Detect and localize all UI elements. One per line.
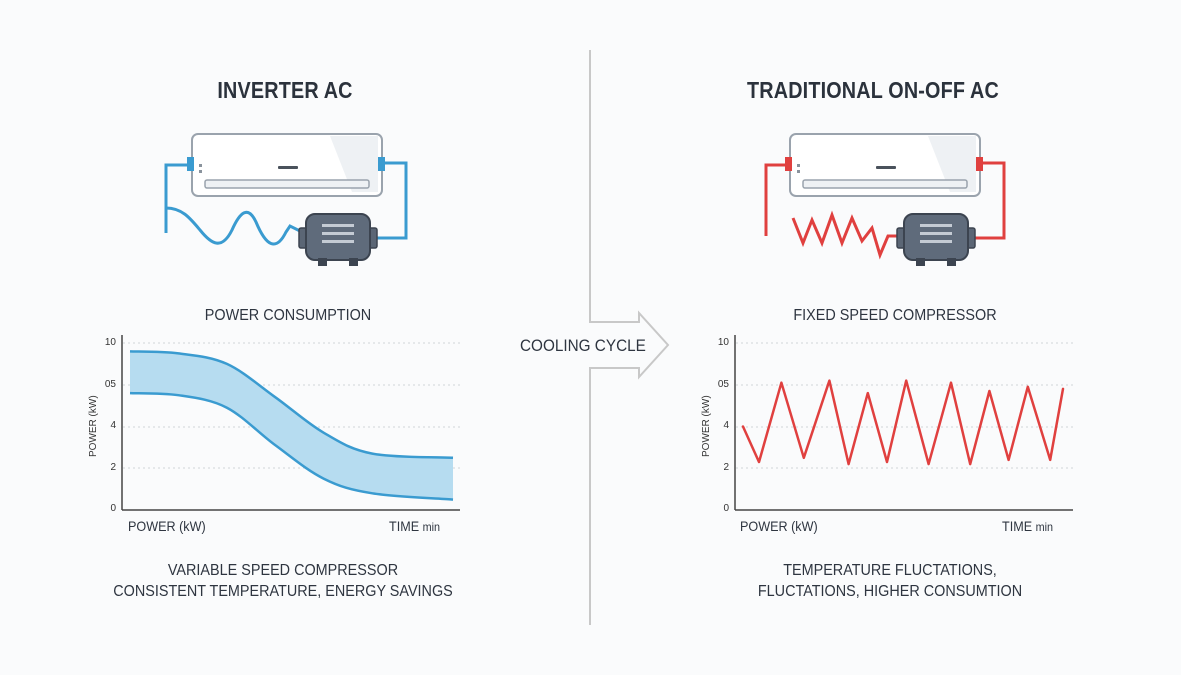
inverter-title: INVERTER AC	[217, 77, 353, 103]
left-chart-frame	[121, 335, 460, 511]
left-y-tick: 0	[110, 503, 116, 514]
inverter-power-band	[130, 351, 453, 500]
left-chart-heading: POWER CONSUMPTION	[204, 307, 372, 324]
right-x-time-label: TIME	[1002, 518, 1033, 534]
left-caption-line1: VARIABLE SPEED COMPRESSOR	[167, 562, 399, 579]
onoff-title: TRADITIONAL ON-OFF AC	[747, 77, 999, 103]
left-y-tick: 2	[110, 462, 116, 473]
right-chart-heading: FIXED SPEED COMPRESSOR	[793, 307, 997, 324]
right-caption-line2: FLUCTATIONS, HIGHER CONSUMTION	[757, 583, 1023, 600]
right-y-tick: 10	[717, 337, 729, 348]
inverter-upper-line	[129, 350, 454, 460]
right-y-tick: 4	[723, 420, 729, 431]
inverter-refrigerant-pipe	[164, 161, 408, 246]
left-y-tick: 05	[104, 379, 116, 390]
left-x-left-label: POWER (kW)	[128, 518, 206, 534]
inverter-compressor	[298, 213, 378, 266]
right-y-axis-label: POWER (kW)	[701, 395, 712, 457]
left-x-time-label: TIME	[389, 518, 420, 534]
left-y-tick: 4	[110, 420, 116, 431]
right-y-tick: 2	[723, 462, 729, 473]
onoff-power-line	[741, 379, 1065, 466]
right-caption: TEMPERATURE FLUCTATIONS, FLUCTATIONS, HI…	[758, 560, 1022, 602]
right-y-tick: 0	[723, 503, 729, 514]
right-y-tick: 05	[717, 379, 729, 390]
onoff-refrigerant-pipe	[764, 161, 1006, 260]
left-x-right-label: TIME min	[389, 518, 440, 534]
inverter-lower-line	[129, 391, 454, 501]
inverter-ac-unit	[164, 133, 408, 266]
cooling-cycle-label: COOLING CYCLE	[520, 336, 646, 355]
divider-arrow	[589, 50, 670, 625]
right-x-right-label: TIME min	[1002, 518, 1053, 534]
left-caption-line2: CONSISTENT TEMPERATURE, ENERGY SAVINGS	[113, 583, 453, 600]
left-caption: VARIABLE SPEED COMPRESSOR CONSISTENT TEM…	[113, 560, 453, 602]
left-y-axis-label: POWER (kW)	[88, 395, 99, 457]
right-x-left-label: POWER (kW)	[740, 518, 818, 534]
right-chart-frame	[734, 335, 1073, 511]
onoff-ac-unit	[764, 133, 1006, 266]
left-x-unit: min	[422, 520, 441, 534]
right-x-unit: min	[1035, 520, 1054, 534]
left-y-tick: 10	[104, 337, 116, 348]
onoff-compressor	[896, 213, 976, 266]
right-caption-line1: TEMPERATURE FLUCTATIONS,	[783, 562, 997, 579]
